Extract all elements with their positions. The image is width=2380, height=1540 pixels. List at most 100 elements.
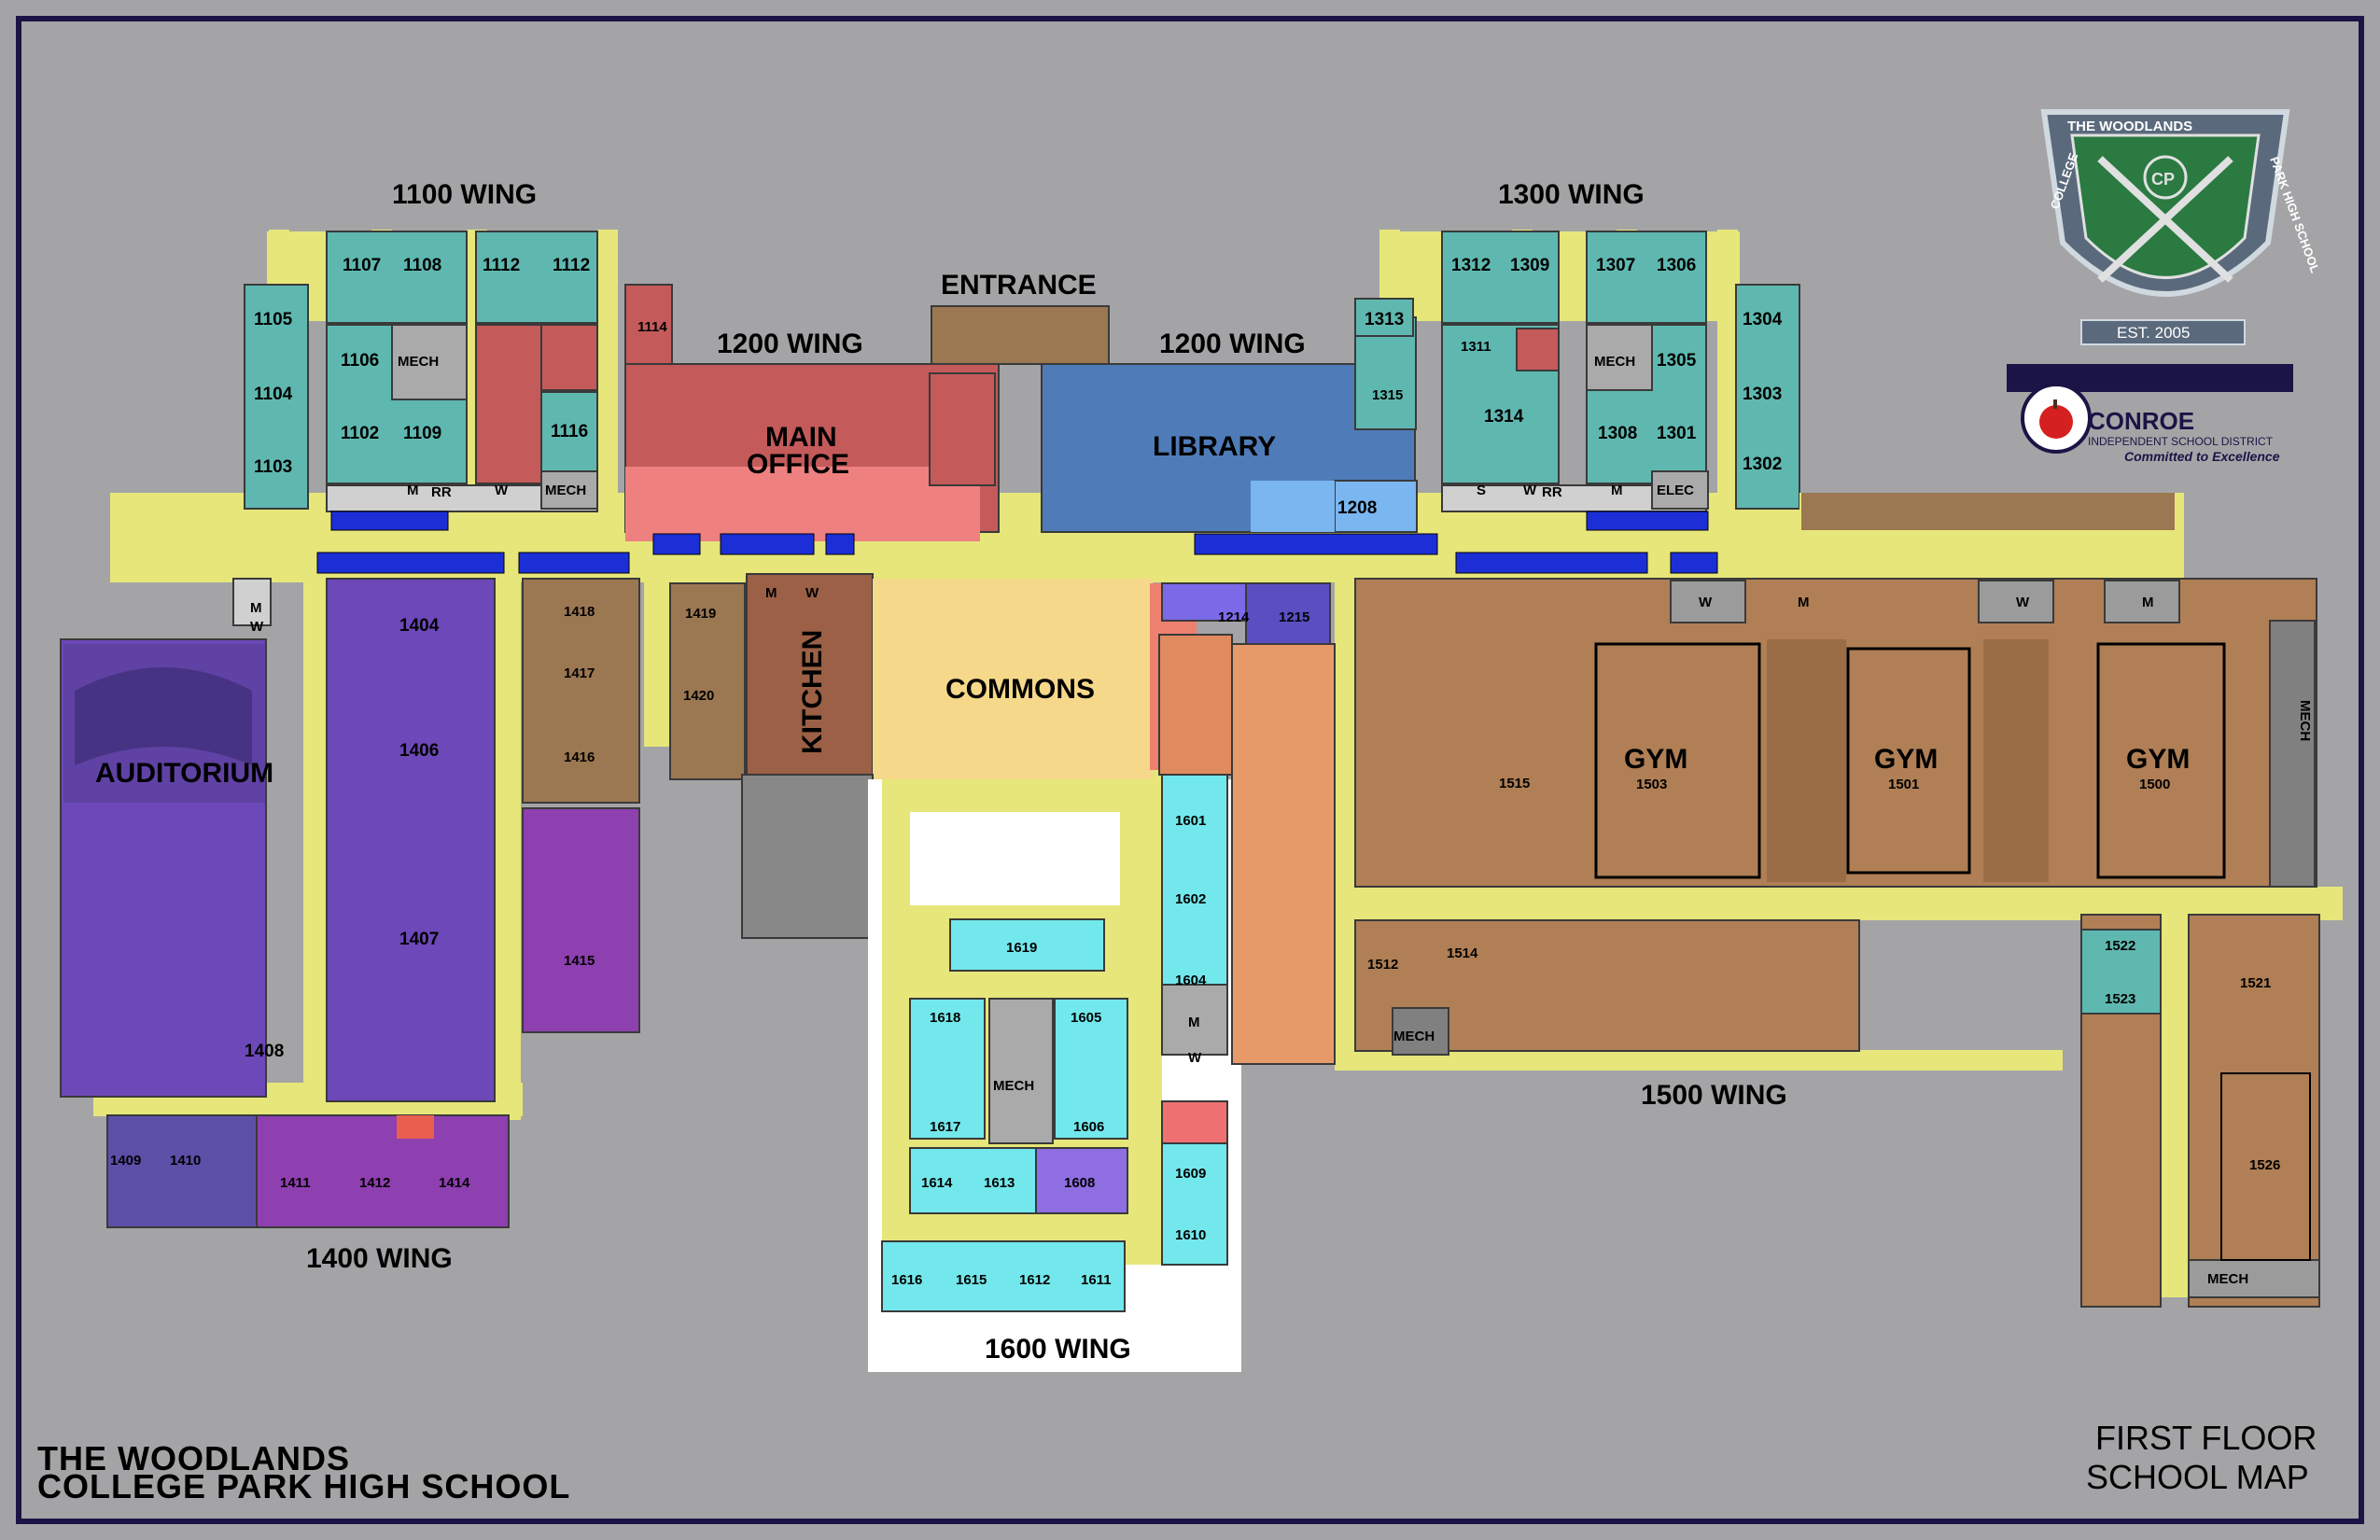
room-1414: 1414 [439, 1175, 470, 1191]
mech-label-1500c: MECH [2297, 700, 2313, 741]
room-1526: 1526 [2249, 1157, 2280, 1173]
restroom-w-1500b: W [2016, 595, 2030, 610]
room-1208: 1208 [1337, 498, 1377, 518]
map-title-line1: FIRST FLOOR [2095, 1419, 2317, 1457]
wing-1600 [868, 582, 1336, 1372]
room-1615: 1615 [956, 1272, 987, 1288]
room-1102: 1102 [341, 424, 379, 443]
room-1416: 1416 [564, 749, 595, 765]
restroom-m-1400: M [250, 600, 262, 616]
room-1619: 1619 [1006, 940, 1037, 956]
wing-1300 [1354, 231, 2182, 582]
restroom-w-1300: W [1523, 483, 1537, 498]
room-1609: 1609 [1175, 1166, 1206, 1182]
room-1303: 1303 [1743, 385, 1782, 404]
room-1106: 1106 [341, 351, 379, 371]
room-1523: 1523 [2105, 991, 2135, 1007]
room-1114: 1114 [637, 319, 667, 335]
room-1418: 1418 [564, 604, 595, 620]
main-office-label-2: OFFICE [747, 449, 849, 480]
room-1500: 1500 [2139, 777, 2170, 792]
room-1606: 1606 [1073, 1119, 1104, 1135]
entrance-block [931, 305, 1110, 365]
room-1522: 1522 [2105, 938, 2135, 954]
restroom-w-1500a: W [1699, 595, 1713, 610]
room-1612: 1612 [1019, 1272, 1050, 1288]
mech-label-1300: MECH [1594, 354, 1635, 370]
room-1410: 1410 [170, 1153, 201, 1169]
crest-top-text: THE WOODLANDS [2067, 119, 2192, 134]
room-1610: 1610 [1175, 1227, 1206, 1243]
room-1419: 1419 [685, 606, 716, 622]
restroom-w-1600: W [1188, 1050, 1202, 1066]
room-1306: 1306 [1657, 256, 1696, 275]
restroom-m-1100: M [407, 483, 419, 498]
room-1314: 1314 [1484, 407, 1524, 427]
crest-est-text: EST. 2005 [2117, 324, 2190, 342]
room-1409: 1409 [110, 1153, 141, 1169]
room-1107: 1107 [343, 256, 381, 275]
room-1104: 1104 [254, 385, 293, 404]
room-1604: 1604 [1175, 973, 1207, 988]
room-1618: 1618 [930, 1010, 960, 1026]
room-1214: 1214 [1218, 609, 1250, 625]
elec-label: ELEC [1657, 483, 1694, 498]
room-1108: 1108 [403, 256, 441, 275]
room-1304: 1304 [1743, 310, 1783, 329]
room-1611: 1611 [1081, 1272, 1112, 1288]
district-subtitle: INDEPENDENT SCHOOL DISTRICT [2088, 435, 2274, 448]
restroom-m-kitchen: M [765, 585, 777, 601]
utility-labels: MECH MECH MECH ELEC MECH MECH MECH MECH … [250, 354, 2313, 1287]
room-labels: 1107 1108 1112 1112 1105 1104 1103 1106 … [110, 256, 2280, 1288]
gym-label-1501: GYM [1874, 744, 1938, 775]
library-label: LIBRARY [1153, 431, 1276, 462]
commons-label: COMMONS [945, 674, 1095, 705]
room-1313: 1313 [1365, 310, 1404, 329]
room-1602: 1602 [1175, 891, 1206, 907]
district-name: CONROE [2088, 407, 2194, 435]
library [1041, 316, 1418, 533]
locker-strips [316, 511, 1718, 574]
room-1601: 1601 [1175, 813, 1206, 829]
room-1406: 1406 [399, 741, 439, 761]
main-office [624, 284, 1000, 541]
room-1512: 1512 [1367, 957, 1398, 973]
gym-label-1503: GYM [1624, 744, 1687, 775]
room-1311: 1311 [1461, 339, 1491, 355]
room-1617: 1617 [930, 1119, 960, 1135]
restroom-m-1500a: M [1798, 595, 1810, 610]
room-1514: 1514 [1447, 945, 1478, 961]
restroom-w-1400: W [250, 619, 264, 635]
wing-1500 [1354, 578, 2320, 1308]
wing-1100 [244, 231, 598, 512]
restroom-m-1300: M [1611, 483, 1623, 498]
wing-1200-label-b: 1200 WING [1159, 329, 1306, 359]
room-1420: 1420 [683, 688, 714, 704]
room-1503: 1503 [1636, 777, 1667, 792]
room-1308: 1308 [1598, 424, 1637, 443]
mech-label-1100: MECH [398, 354, 439, 370]
restroom-w-1100: W [495, 483, 509, 498]
room-1408: 1408 [245, 1042, 284, 1061]
room-1613: 1613 [984, 1175, 1015, 1191]
room-1315: 1315 [1372, 387, 1403, 403]
wing-1400 [60, 578, 746, 1228]
room-1616: 1616 [891, 1272, 922, 1288]
room-1312: 1312 [1451, 256, 1491, 275]
auditorium-label: AUDITORIUM [95, 758, 273, 789]
wing-1300-label: 1300 WING [1498, 179, 1645, 210]
room-1521: 1521 [2240, 975, 2271, 991]
room-1515: 1515 [1499, 776, 1530, 791]
room-1105: 1105 [254, 310, 293, 329]
room-1215: 1215 [1279, 609, 1309, 625]
wing-1200-label-a: 1200 WING [717, 329, 863, 359]
room-1415: 1415 [564, 953, 595, 969]
map-title-line2: SCHOOL MAP [2086, 1458, 2309, 1496]
room-1411: 1411 [280, 1175, 311, 1191]
restroom-m-1500b: M [2142, 595, 2154, 610]
district-motto: Committed to Excellence [2124, 449, 2280, 464]
wing-1100-label: 1100 WING [392, 179, 537, 210]
room-1305: 1305 [1657, 351, 1697, 371]
school-name-line2: COLLEGE PARK HIGH SCHOOL [37, 1467, 570, 1505]
mech-label-1100b: MECH [545, 483, 586, 498]
